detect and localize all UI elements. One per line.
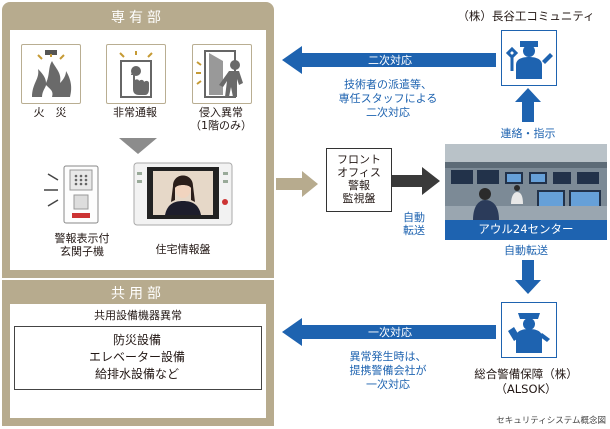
diagram-caption: セキュリティシステム概念図 [496, 416, 606, 426]
center-label: アウル24センター [478, 222, 574, 236]
emergency-call-label: 非常通報 [113, 106, 157, 119]
primary-desc-3: 一次対応 [366, 378, 410, 391]
arrow-primary-response [282, 318, 496, 346]
arrow-to-center [392, 167, 440, 195]
common-area-title: 共用部 [111, 286, 165, 302]
fire-icon [21, 44, 81, 104]
down-triangle-icon [119, 138, 157, 154]
alarm-lines-icon [44, 173, 59, 207]
common-equipment-box [14, 326, 262, 390]
alsok-name: 総合警備保障（株） （ALSOK） [474, 367, 578, 396]
intrusion-label: 侵入異常 （1階のみ） [190, 106, 252, 132]
contact-instruct-label: 連絡・指示 [500, 127, 556, 140]
entrance-unit-label: 警報表示付 玄関子機 [54, 232, 110, 258]
intrusion-icon [192, 44, 252, 104]
primary-desc-1: 異常発生時は、 [349, 350, 427, 363]
auto-transfer-1: 自動 転送 [403, 211, 425, 237]
arrow-secondary-response [282, 46, 496, 74]
common-item-disaster: 防災設備 [112, 333, 161, 347]
secondary-desc-1: 技術者の派遣等、 [344, 78, 432, 91]
arrow-down-to-alsok [515, 260, 541, 294]
front-office-box [326, 148, 392, 212]
front-office-line-2: オフィス [337, 166, 381, 179]
fire-label: 火 災 [33, 106, 67, 119]
arrow-to-front-office [276, 171, 318, 197]
home-panel-label: 住宅情報盤 [155, 243, 211, 256]
primary-response-label: 一次対応 [368, 326, 412, 339]
hasegawa-worker-icon [501, 30, 557, 86]
common-area-panel: 共用部 [2, 280, 274, 426]
emergency-call-icon [106, 44, 166, 104]
entrance-unit [62, 165, 102, 225]
secondary-response-label: 二次対応 [368, 54, 412, 67]
owl24-center-photo: アウル24センター [445, 144, 607, 240]
private-area-title: 専有部 [111, 10, 165, 26]
hasegawa-name: （株）長谷工コミュニティ [457, 9, 595, 23]
home-info-panel [133, 162, 233, 226]
alsok-guard-icon [501, 302, 557, 358]
arrow-up-to-hasegawa [515, 88, 541, 122]
front-office-line-4: 監視盤 [342, 192, 376, 205]
primary-desc-2: 提携警備会社が [349, 364, 427, 377]
common-area-subtitle: 共用設備機器異常 [94, 309, 182, 322]
common-item-elevator: エレベーター設備 [88, 350, 185, 364]
front-office-line-1: フロント [337, 153, 381, 166]
secondary-desc-2: 専任スタッフによる [338, 92, 438, 105]
secondary-desc-3: 二次対応 [366, 106, 410, 119]
common-item-water: 給排水設備など [94, 367, 179, 381]
center-auto-transfer: 自動転送 [504, 244, 548, 257]
front-office-line-3: 警報 [348, 179, 370, 192]
